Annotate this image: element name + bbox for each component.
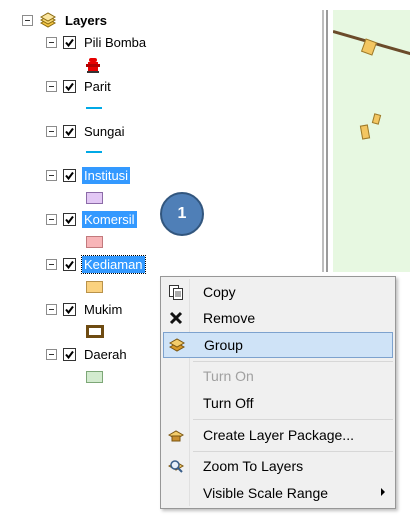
zoom-to-layers-icon	[163, 453, 189, 479]
menu-item-visible-scale-range[interactable]: Visible Scale Range	[163, 480, 393, 506]
collapse-toggle[interactable]	[22, 14, 33, 26]
map-view[interactable]	[333, 10, 410, 272]
menu-item-create-layer-package[interactable]: Create Layer Package...	[163, 422, 393, 448]
layer-label[interactable]: Parit	[84, 78, 111, 94]
menu-item-label: Group	[204, 337, 243, 353]
menu-icon-placeholder	[163, 390, 189, 416]
layer-visibility-checkbox[interactable]	[63, 124, 76, 138]
layers-root-label: Layers	[65, 12, 107, 28]
menu-item-label: Turn Off	[203, 395, 254, 411]
layer-row-institusi[interactable]: Institusi	[46, 165, 131, 185]
collapse-toggle[interactable]	[46, 80, 57, 92]
layers-root-row[interactable]: Layers	[22, 10, 109, 30]
collapse-toggle[interactable]	[46, 169, 57, 181]
menu-item-label: Zoom To Layers	[203, 458, 304, 474]
layer-visibility-checkbox[interactable]	[63, 35, 76, 49]
menu-item-label: Remove	[203, 310, 256, 326]
menu-item-label: Visible Scale Range	[203, 485, 329, 501]
menu-item-label: Turn On	[203, 368, 254, 384]
layer-row-mukim[interactable]: Mukim	[46, 299, 124, 319]
menu-item-label: Create Layer Package...	[203, 427, 354, 443]
panel-splitter[interactable]	[322, 10, 324, 272]
layer-row-sungai[interactable]: Sungai	[46, 121, 126, 141]
remove-x-icon	[163, 305, 189, 331]
collapse-toggle[interactable]	[46, 303, 57, 315]
fill-symbol	[86, 281, 103, 293]
menu-item-label: Copy	[203, 284, 236, 300]
map-polygon-feature	[359, 124, 371, 140]
line-symbol	[86, 151, 102, 153]
layer-row-daerah[interactable]: Daerah	[46, 344, 129, 364]
copy-icon	[163, 279, 189, 305]
layer-label[interactable]: Daerah	[84, 346, 127, 362]
collapse-toggle[interactable]	[46, 125, 57, 137]
submenu-arrow-icon	[381, 488, 385, 496]
layer-visibility-checkbox[interactable]	[63, 302, 76, 316]
layer-row-komersil[interactable]: Komersil	[46, 209, 137, 229]
layer-label[interactable]: Mukim	[84, 301, 123, 317]
layer-label[interactable]: Kediaman	[81, 254, 146, 274]
fire-hydrant-icon	[85, 56, 101, 74]
menu-item-group[interactable]: Group	[163, 332, 393, 358]
layer-label[interactable]: Pili Bomba	[84, 34, 147, 50]
layers-stack-icon	[39, 12, 57, 28]
layer-row-parit[interactable]: Parit	[46, 76, 113, 96]
map-polygon-feature	[371, 113, 382, 125]
layer-label[interactable]: Institusi	[82, 166, 131, 184]
fill-symbol	[86, 371, 103, 383]
table-of-contents: Layers Pili Bomba Parit Sungai Institusi	[22, 10, 148, 383]
layer-package-icon	[163, 422, 189, 448]
layer-visibility-checkbox[interactable]	[63, 347, 76, 361]
menu-icon-placeholder	[163, 480, 189, 506]
menu-gutter	[189, 279, 190, 506]
layer-visibility-checkbox[interactable]	[63, 257, 76, 271]
collapse-toggle[interactable]	[46, 36, 57, 48]
menu-separator	[193, 451, 393, 452]
layer-visibility-checkbox[interactable]	[63, 212, 76, 226]
layer-row-kediaman[interactable]: Kediaman	[46, 254, 146, 274]
layer-visibility-checkbox[interactable]	[63, 79, 76, 93]
menu-item-remove[interactable]: Remove	[163, 305, 393, 331]
group-layer-icon	[164, 332, 190, 358]
menu-item-zoom-to-layers[interactable]: Zoom To Layers	[163, 453, 393, 479]
callout-step-1: 1	[160, 192, 204, 236]
line-symbol	[86, 107, 102, 109]
menu-item-turn-on[interactable]: Turn On	[163, 363, 393, 389]
menu-separator	[193, 419, 393, 420]
layer-label[interactable]: Komersil	[82, 210, 137, 228]
outline-symbol	[86, 325, 104, 338]
fill-symbol	[86, 192, 103, 204]
layer-label[interactable]: Sungai	[84, 123, 125, 139]
menu-item-turn-off[interactable]: Turn Off	[163, 390, 393, 416]
menu-item-copy[interactable]: Copy	[163, 279, 393, 305]
menu-separator	[193, 361, 393, 362]
fill-symbol	[86, 236, 103, 248]
menu-icon-placeholder	[163, 363, 189, 389]
collapse-toggle[interactable]	[46, 213, 57, 225]
panel-splitter-edge	[326, 10, 328, 272]
context-menu: Copy Remove Group Turn On Turn Off	[160, 276, 396, 509]
layer-visibility-checkbox[interactable]	[63, 168, 76, 182]
layer-row-pili-bomba[interactable]: Pili Bomba	[46, 32, 148, 52]
collapse-toggle[interactable]	[46, 258, 57, 270]
collapse-toggle[interactable]	[46, 348, 57, 360]
